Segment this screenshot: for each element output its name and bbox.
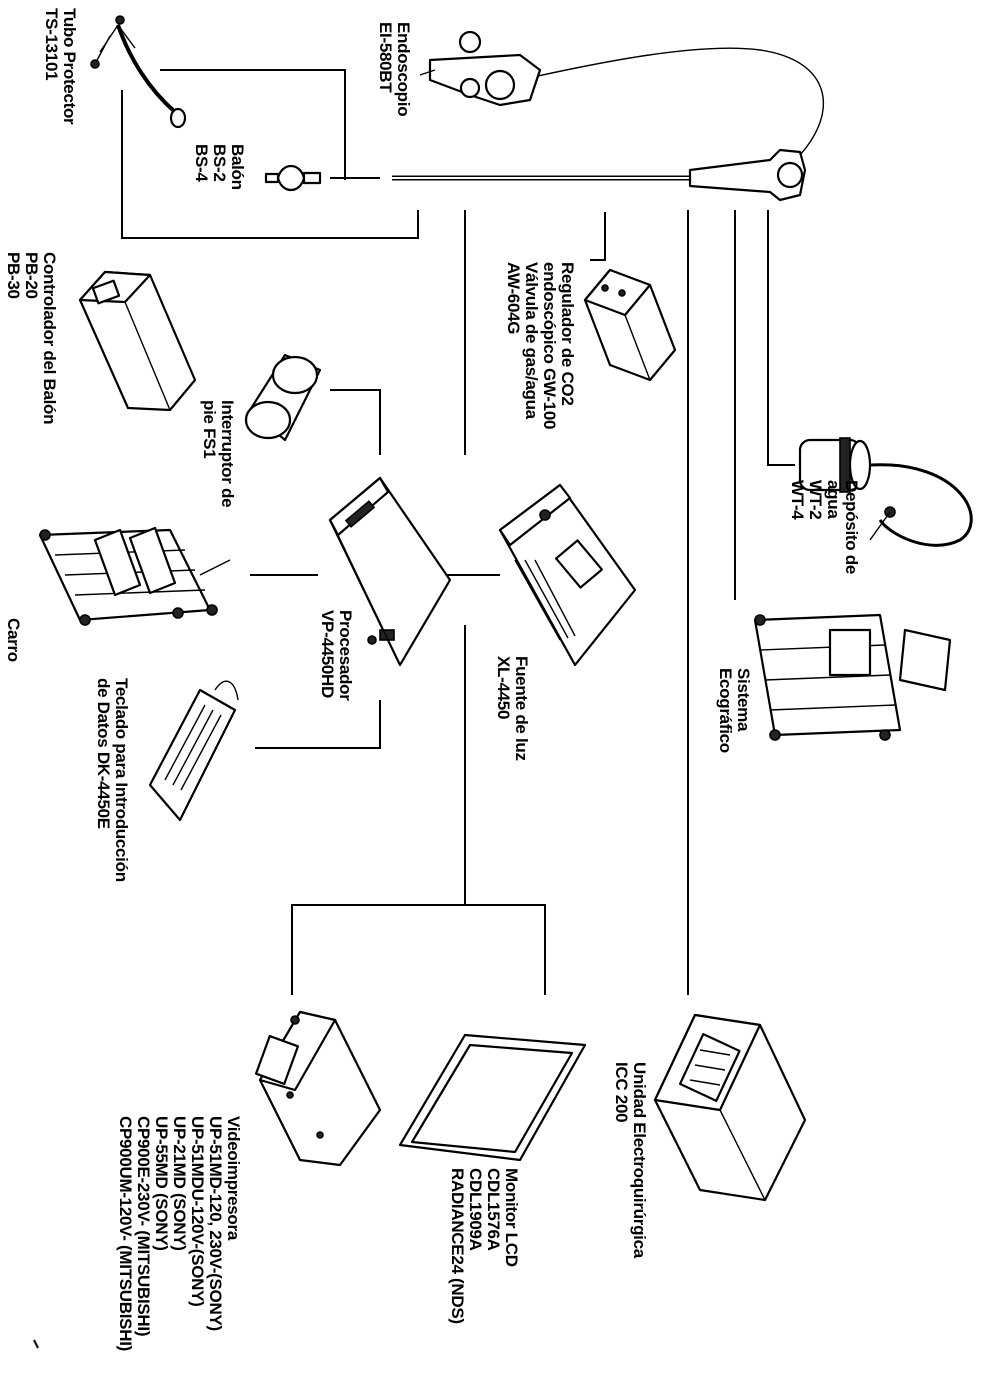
teclado-drawing bbox=[150, 681, 238, 820]
label-line: Fuente de luz bbox=[512, 656, 530, 761]
label-line: Ecográfico bbox=[716, 668, 734, 753]
label-line: agua bbox=[824, 480, 842, 574]
label-line: EI-580BT bbox=[376, 22, 394, 116]
label-line: UP-21MD (SONY) bbox=[170, 1116, 188, 1351]
label-line: Carro bbox=[4, 618, 22, 662]
label-line: PB-30 bbox=[4, 252, 22, 424]
eco-drawing bbox=[755, 615, 950, 740]
wire-regulador bbox=[590, 212, 605, 260]
label-line: Válvula de gas/agua bbox=[522, 262, 540, 429]
label-eco: Sistema Ecográfico bbox=[716, 668, 752, 753]
wire-teclado bbox=[255, 700, 380, 748]
wire-monitor bbox=[465, 905, 545, 995]
stray-mark bbox=[34, 1340, 38, 1348]
label-videoimpresora: Videoimpresora UP-51MD-120, 230V-(SONY) … bbox=[116, 1116, 242, 1351]
wire-interruptor bbox=[330, 390, 380, 455]
label-line: BS-4 bbox=[192, 144, 210, 190]
label-regulador: Regulador de CO2 endoscópico GW-100 Válv… bbox=[504, 262, 576, 429]
label-line: ICC 200 bbox=[612, 1062, 630, 1258]
label-line: Unidad Electroquirúrgica bbox=[630, 1062, 648, 1258]
label-balon: Balón BS-2 BS-4 bbox=[192, 144, 246, 190]
label-line: WT-2 bbox=[806, 480, 824, 574]
label-procesador: Procesador VP-4450HD bbox=[318, 610, 354, 701]
label-teclado: Teclado para Introducción de Datos DK-44… bbox=[94, 678, 130, 882]
wire-controlador bbox=[122, 90, 418, 238]
regulador-drawing bbox=[585, 270, 675, 380]
label-endoscopio: Endoscopio EI-580BT bbox=[376, 22, 412, 116]
fuente-drawing bbox=[500, 485, 635, 665]
label-line: Tubo Protector bbox=[60, 8, 78, 124]
monitor-drawing bbox=[400, 1035, 585, 1160]
balon-drawing bbox=[266, 166, 320, 190]
label-line: Controlador del Balón bbox=[40, 252, 58, 424]
label-fuente: Fuente de luz XL-4450 bbox=[494, 656, 530, 761]
label-line: AW-604G bbox=[504, 262, 522, 429]
label-unidad: Unidad Electroquirúrgica ICC 200 bbox=[612, 1062, 648, 1258]
label-line: Sistema bbox=[734, 668, 752, 753]
label-line: pie FS1 bbox=[200, 400, 218, 507]
controlador-drawing bbox=[80, 272, 195, 410]
wire-deposito bbox=[768, 210, 795, 465]
label-line: XL-4450 bbox=[494, 656, 512, 761]
label-line: PB-20 bbox=[22, 252, 40, 424]
connection-lines bbox=[122, 70, 795, 995]
label-line: UP-51MDU-120V-(SONY) bbox=[188, 1116, 206, 1351]
label-line: CDL1576A bbox=[484, 1168, 502, 1324]
label-line: CDL1909A bbox=[466, 1168, 484, 1324]
videoimpresora-drawing bbox=[256, 1012, 380, 1165]
label-line: de Datos DK-4450E bbox=[94, 678, 112, 882]
label-interruptor: Interruptor de pie FS1 bbox=[200, 400, 236, 507]
label-line: VP-4450HD bbox=[318, 610, 336, 701]
label-line: WT-4 bbox=[788, 480, 806, 574]
label-line: Endoscopio bbox=[394, 22, 412, 116]
label-carro: Carro bbox=[4, 618, 22, 662]
label-line: Monitor LCD bbox=[502, 1168, 520, 1324]
label-line: Depósito de bbox=[842, 480, 860, 574]
label-line: TS-13101 bbox=[42, 8, 60, 124]
label-line: UP-51MD-120, 230V-(SONY) bbox=[206, 1116, 224, 1351]
label-line: CP900E-230V- (MITSUBISHI) bbox=[134, 1116, 152, 1351]
label-tubo-protector: Tubo Protector TS-13101 bbox=[42, 8, 78, 124]
endoscope-drawing bbox=[392, 32, 823, 200]
label-line: RADIANCE24 (NDS) bbox=[448, 1168, 466, 1324]
label-line: Teclado para Introducción bbox=[112, 678, 130, 882]
label-controlador: Controlador del Balón PB-20 PB-30 bbox=[4, 252, 58, 424]
label-line: CP900UM-120V- (MITSUBISHI) bbox=[116, 1116, 134, 1351]
interruptor-drawing bbox=[246, 355, 320, 440]
label-line: endoscópico GW-100 bbox=[540, 262, 558, 429]
unidad-drawing bbox=[655, 1015, 805, 1200]
label-line: BS-2 bbox=[210, 144, 228, 190]
label-line: Videoimpresora bbox=[224, 1116, 242, 1351]
label-deposito: Depósito de agua WT-2 WT-4 bbox=[788, 480, 860, 574]
wire-tubo bbox=[160, 70, 345, 180]
label-line: Procesador bbox=[336, 610, 354, 701]
label-line: Balón bbox=[228, 144, 246, 190]
label-line: UP-55MD (SONY) bbox=[152, 1116, 170, 1351]
carro-drawing bbox=[40, 528, 230, 625]
label-line: Regulador de CO2 bbox=[558, 262, 576, 429]
label-monitor: Monitor LCD CDL1576A CDL1909A RADIANCE24… bbox=[448, 1168, 520, 1324]
label-line: Interruptor de bbox=[218, 400, 236, 507]
tubo-protector-drawing bbox=[91, 16, 185, 127]
